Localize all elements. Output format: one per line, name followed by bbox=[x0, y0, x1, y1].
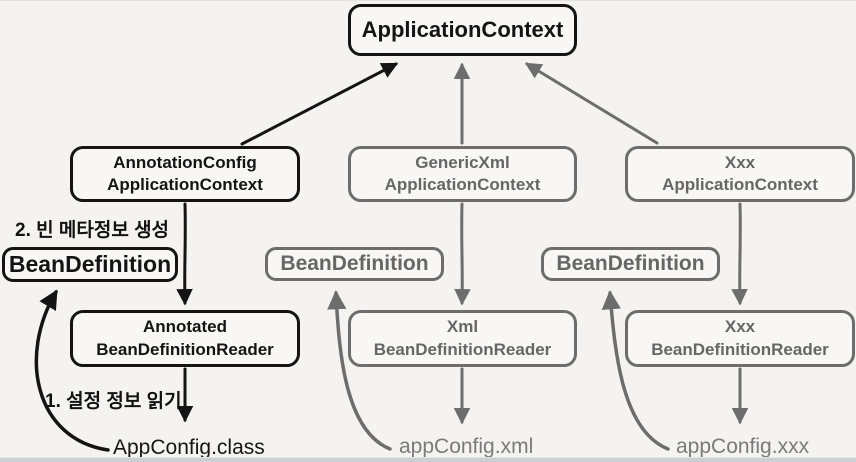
bean-definition-label: BeanDefinition bbox=[280, 252, 429, 276]
arrow-appconfig-xxx-to-beandefinition bbox=[601, 290, 670, 451]
generic-xml-context-box: GenericXml ApplicationContext bbox=[348, 146, 577, 202]
annotation-config-context-box: AnnotationConfig ApplicationContext bbox=[70, 146, 300, 202]
context-label-line2: ApplicationContext bbox=[662, 175, 818, 194]
arrow-annotationconfig-to-reader bbox=[176, 202, 193, 306]
arrow-appconfig-class-to-beandefinition bbox=[34, 289, 110, 452]
reader-label-line2: BeanDefinitionReader bbox=[651, 339, 829, 359]
step2-label: 2. 빈 메타정보 생성 bbox=[15, 220, 170, 241]
context-label-line2: ApplicationContext bbox=[107, 175, 263, 194]
arrow-annotationconfig-to-applicationcontext bbox=[240, 62, 399, 146]
bean-definition-box-annotation: BeanDefinition bbox=[2, 247, 178, 282]
step1-label: 1. 설정 정보 읽기 bbox=[45, 391, 182, 412]
xml-bean-definition-reader-box: Xml BeanDefinitionReader bbox=[348, 310, 577, 367]
arrow-appconfig-xml-to-beandefinition bbox=[327, 290, 392, 451]
config-file-label-xml: appConfig.xml bbox=[399, 435, 534, 458]
bean-definition-box-xml: BeanDefinition bbox=[265, 247, 444, 281]
annotated-bean-definition-reader-box: Annotated BeanDefinitionReader bbox=[70, 310, 300, 367]
xxx-bean-definition-reader-box: Xxx BeanDefinitionReader bbox=[625, 310, 855, 367]
context-label-line1: Xxx bbox=[724, 152, 756, 172]
reader-label-line2: BeanDefinitionReader bbox=[96, 339, 274, 359]
arrow-xxx-to-applicationcontext bbox=[524, 62, 659, 145]
arrow-genericxml-to-reader bbox=[454, 202, 471, 306]
xxx-context-box: Xxx ApplicationContext bbox=[625, 146, 855, 202]
arrow-xxxcontext-to-reader bbox=[731, 202, 748, 306]
reader-label-line1: Xml bbox=[446, 317, 479, 337]
application-context-box: ApplicationContext bbox=[348, 4, 577, 56]
application-context-label: ApplicationContext bbox=[361, 16, 564, 42]
bean-definition-box-xxx: BeanDefinition bbox=[541, 247, 720, 281]
bean-definition-label: BeanDefinition bbox=[556, 252, 705, 276]
context-label-line1: AnnotationConfig bbox=[113, 152, 257, 172]
config-file-label-xxx: appConfig.xxx bbox=[676, 435, 810, 458]
reader-label-line2: BeanDefinitionReader bbox=[373, 339, 552, 359]
window-bottom-edge bbox=[0, 457, 856, 462]
reader-label-line1: Xxx bbox=[724, 317, 756, 337]
reader-label-line1: Annotated bbox=[142, 317, 228, 337]
context-label-line2: ApplicationContext bbox=[384, 175, 541, 194]
config-file-label-class: AppConfig.class bbox=[113, 436, 265, 459]
bean-definition-label: BeanDefinition bbox=[8, 250, 172, 277]
context-label-line1: GenericXml bbox=[415, 152, 510, 172]
